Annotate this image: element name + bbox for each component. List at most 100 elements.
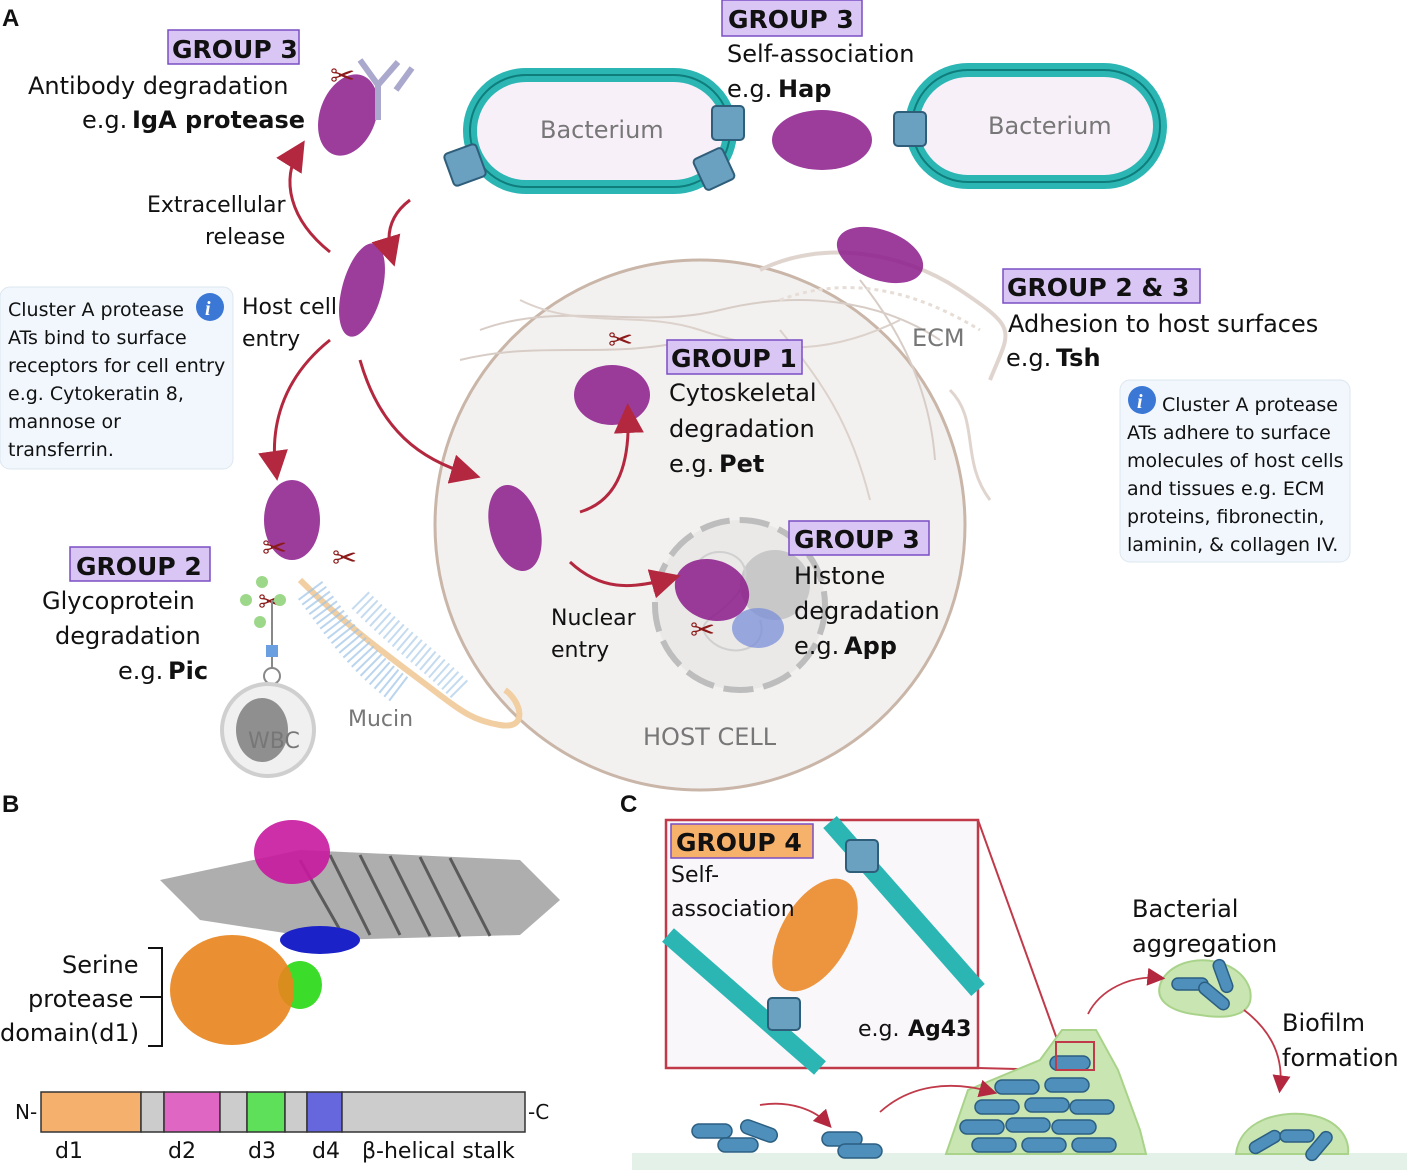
adhesion-eg: e.g.	[1006, 344, 1051, 372]
antibody-desc: Antibody degradation	[28, 72, 288, 100]
histone-desc1: Histone	[794, 562, 885, 590]
scissors-icon: ✂	[262, 531, 287, 566]
adhesion-group-tag: GROUP 2 & 3	[1007, 273, 1189, 302]
info-right-line: proteins, fibronectin,	[1127, 506, 1325, 528]
aggregation-line1: Bacterial	[1132, 895, 1238, 923]
self-assoc-group-tag: GROUP 3	[728, 5, 854, 34]
panel-label-b: B	[2, 791, 19, 818]
histone-eg: e.g.	[794, 632, 839, 660]
extracellular-line1: Extracellular	[147, 193, 286, 218]
cyto-name: Pet	[719, 450, 764, 478]
host-entry-block: Host cell entry	[242, 295, 337, 352]
adhesion-desc: Adhesion to host surfaces	[1008, 310, 1318, 338]
self-assoc-desc: Self-association	[727, 40, 914, 68]
panel-label-a: A	[2, 5, 19, 32]
domain-d3-bar	[246, 1091, 286, 1133]
ecm-label: ECM	[912, 324, 965, 352]
self-assoc-eg: e.g.	[727, 75, 772, 103]
info-left-line: receptors for cell entry	[8, 355, 225, 377]
n-terminus: N-	[15, 1100, 37, 1124]
antibody-block: GROUP 3 Antibody degradation e.g. IgA pr…	[28, 29, 305, 134]
info-right-line: laminin, & collagen IV.	[1127, 534, 1338, 556]
bacterium-right: Bacterium	[893, 63, 1167, 189]
histone-name: App	[844, 632, 897, 660]
scissors-icon: ✂	[330, 59, 355, 94]
domain-label-d2: d2	[168, 1139, 196, 1164]
nuclear-block: Nuclear entry	[551, 606, 637, 663]
host-entry-line2: entry	[242, 327, 300, 352]
self-line1: Self-	[671, 863, 719, 888]
serine-line1: Serine	[62, 951, 139, 979]
ecm: ECM	[759, 250, 1008, 501]
glyco-group-tag: GROUP 2	[76, 552, 202, 581]
aggregation-line2: aggregation	[1132, 930, 1277, 958]
info-left-line: transferrin.	[8, 439, 114, 461]
serine-line3: domain(d1)	[0, 1019, 139, 1047]
info-left-line: Cluster A protease	[8, 299, 184, 321]
glyco-desc1: Glycoprotein	[42, 587, 195, 615]
group4-tag: GROUP 4	[676, 828, 802, 857]
domain-stalk-bar	[341, 1091, 526, 1133]
mucin-label: Mucin	[348, 707, 413, 732]
panel-c: GROUP 4 Self- association e.g. Ag43	[632, 816, 1407, 1170]
arrows-a	[258, 140, 681, 599]
extracellular-line2: release	[205, 225, 285, 250]
cyto-block: GROUP 1 Cytoskeletal degradation e.g. Pe…	[666, 339, 817, 478]
biofilm-line2: formation	[1282, 1044, 1399, 1072]
info-icon: i	[205, 298, 211, 320]
domain-label-stalk: β-helical stalk	[362, 1139, 515, 1164]
c-terminus: -C	[528, 1100, 549, 1124]
domain-d1-bar	[40, 1091, 142, 1133]
serine-line2: protease	[28, 985, 133, 1013]
histone-group-tag: GROUP 3	[794, 525, 920, 554]
host-cell-label: HOST CELL	[643, 723, 777, 751]
adhesion-block: GROUP 2 & 3 Adhesion to host surfaces e.…	[1002, 268, 1318, 372]
info-right-line: ATs adhere to surface	[1127, 422, 1331, 444]
domain-label-d3: d3	[248, 1139, 276, 1164]
info-right-line: and tissues e.g. ECM	[1127, 478, 1325, 500]
glyco-desc2: degradation	[55, 622, 201, 650]
info-icon: i	[1137, 391, 1143, 413]
cyto-desc1: Cytoskeletal	[669, 379, 817, 407]
bacterium-left-label: Bacterium	[540, 116, 664, 144]
domain-label-d4: d4	[312, 1139, 340, 1164]
antibody-eg: e.g.	[82, 106, 127, 134]
cyto-group-tag: GROUP 1	[671, 344, 797, 373]
wbc-label: WBC	[248, 729, 300, 754]
cyto-eg: e.g.	[669, 450, 714, 478]
adhesion-name: Tsh	[1056, 344, 1101, 372]
bacterium-left: Bacterium	[443, 68, 745, 194]
extracellular-block: Extracellular release	[147, 193, 286, 250]
protein-structures	[264, 74, 924, 622]
mucin: Mucin	[297, 577, 523, 732]
structure-b: Serine protease domain(d1)	[0, 820, 560, 1047]
nuclear-line2: entry	[551, 638, 609, 663]
wbc: WBC	[220, 576, 316, 778]
ag43-eg: e.g.	[858, 1017, 900, 1042]
self-assoc-name: Hap	[778, 75, 831, 103]
info-left-line: ATs bind to surface	[8, 327, 187, 349]
antibody-icon	[357, 58, 415, 120]
ag43-name: Ag43	[908, 1017, 971, 1042]
self-line2: association	[671, 897, 795, 922]
histone-desc2: degradation	[794, 597, 940, 625]
scissors-icon: ✂	[690, 613, 715, 648]
antibody-group-tag: GROUP 3	[172, 35, 298, 64]
domain-map: N- -C d1 d2 d3 d4 β-helical stalk	[15, 1091, 549, 1164]
info-left-line: e.g. Cytokeratin 8,	[8, 383, 184, 405]
cyto-desc2: degradation	[669, 415, 815, 443]
biofilm-line1: Biofilm	[1282, 1009, 1365, 1037]
info-box-left: i Cluster A protease ATs bind to surface…	[0, 286, 234, 470]
glyco-block: GROUP 2 Glycoprotein degradation e.g. Pi…	[42, 546, 211, 685]
info-right-line: molecules of host cells	[1127, 450, 1344, 472]
info-box-right: i Cluster A protease ATs adhere to surfa…	[1119, 379, 1351, 563]
scissors-icon: ✂	[332, 541, 357, 576]
domain-label-d1: d1	[55, 1139, 83, 1164]
panel-label-c: C	[620, 791, 637, 818]
histone-block: GROUP 3 Histone degradation e.g. App	[788, 520, 940, 660]
antibody-name: IgA protease	[132, 106, 305, 134]
glyco-name: Pic	[168, 657, 208, 685]
host-entry-line1: Host cell	[242, 295, 337, 320]
bacterium-right-label: Bacterium	[988, 112, 1112, 140]
